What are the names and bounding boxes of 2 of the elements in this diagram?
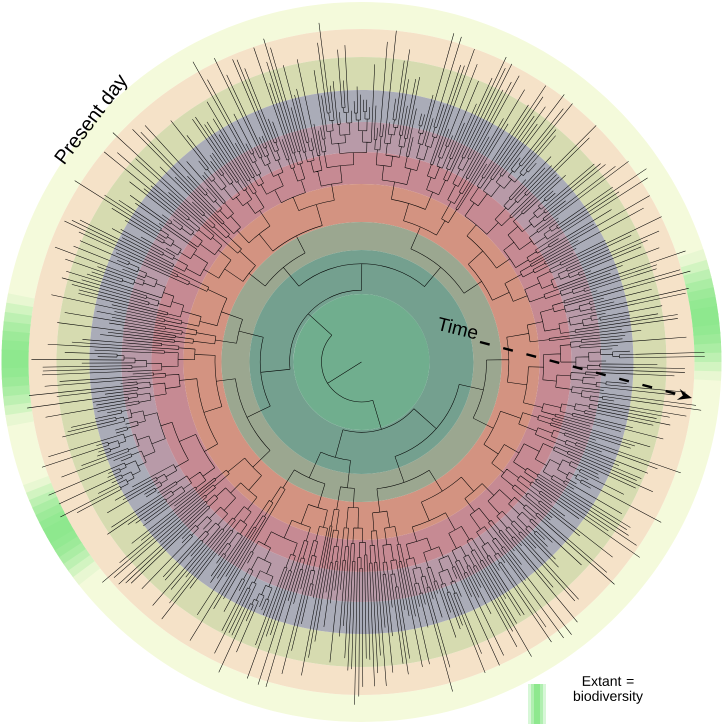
time-label: Time <box>439 317 478 339</box>
legend-label: Extant = biodiversity <box>574 676 643 704</box>
